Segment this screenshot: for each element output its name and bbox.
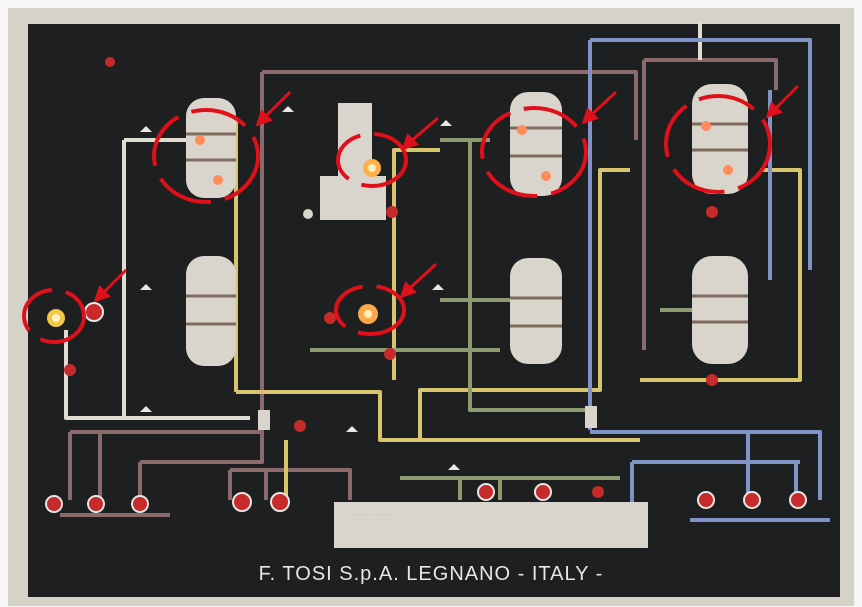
pump-icon bbox=[233, 493, 251, 511]
storage-tank: ———— ———— bbox=[334, 502, 648, 548]
filter-vessel-2 bbox=[186, 256, 236, 366]
indicator-lamp-icon bbox=[213, 175, 223, 185]
pump-icon bbox=[85, 303, 103, 321]
pump-icon bbox=[698, 492, 714, 508]
pump-icon bbox=[386, 206, 398, 218]
pump-icon bbox=[384, 348, 396, 360]
pump-icon bbox=[303, 209, 313, 219]
indicator-lamp-icon bbox=[541, 171, 551, 181]
manufacturer-plate: F. TOSI S.p.A. LEGNANO - ITALY - bbox=[259, 563, 604, 585]
svg-text:———— ————: ———— ———— bbox=[350, 512, 392, 518]
pump-icon bbox=[478, 484, 494, 500]
pump-icon bbox=[294, 420, 306, 432]
indicator-lamp-icon bbox=[723, 165, 733, 175]
pump-icon bbox=[64, 364, 76, 376]
pump-icon bbox=[706, 374, 718, 386]
pump-icon bbox=[535, 484, 551, 500]
pump-icon bbox=[592, 486, 604, 498]
pump-icon bbox=[105, 57, 115, 67]
filter-vessel-6 bbox=[692, 256, 748, 364]
filter-vessel-4 bbox=[510, 258, 562, 364]
indicator-lamp-icon bbox=[47, 309, 65, 327]
indicator-lamp-icon bbox=[358, 304, 378, 324]
pump-icon bbox=[46, 496, 62, 512]
indicator-lamp-icon bbox=[701, 121, 711, 131]
indicator-lamp-icon bbox=[195, 135, 205, 145]
pump-icon bbox=[88, 496, 104, 512]
flow-element-left bbox=[258, 410, 270, 430]
indicator-lamp-icon bbox=[363, 159, 381, 177]
pump-icon bbox=[271, 493, 289, 511]
flow-element-right bbox=[585, 406, 597, 428]
pump-icon bbox=[706, 206, 718, 218]
pump-icon bbox=[744, 492, 760, 508]
pump-icon bbox=[132, 496, 148, 512]
pump-icon bbox=[324, 312, 336, 324]
indicator-lamp-icon bbox=[517, 125, 527, 135]
pump-icon bbox=[790, 492, 806, 508]
